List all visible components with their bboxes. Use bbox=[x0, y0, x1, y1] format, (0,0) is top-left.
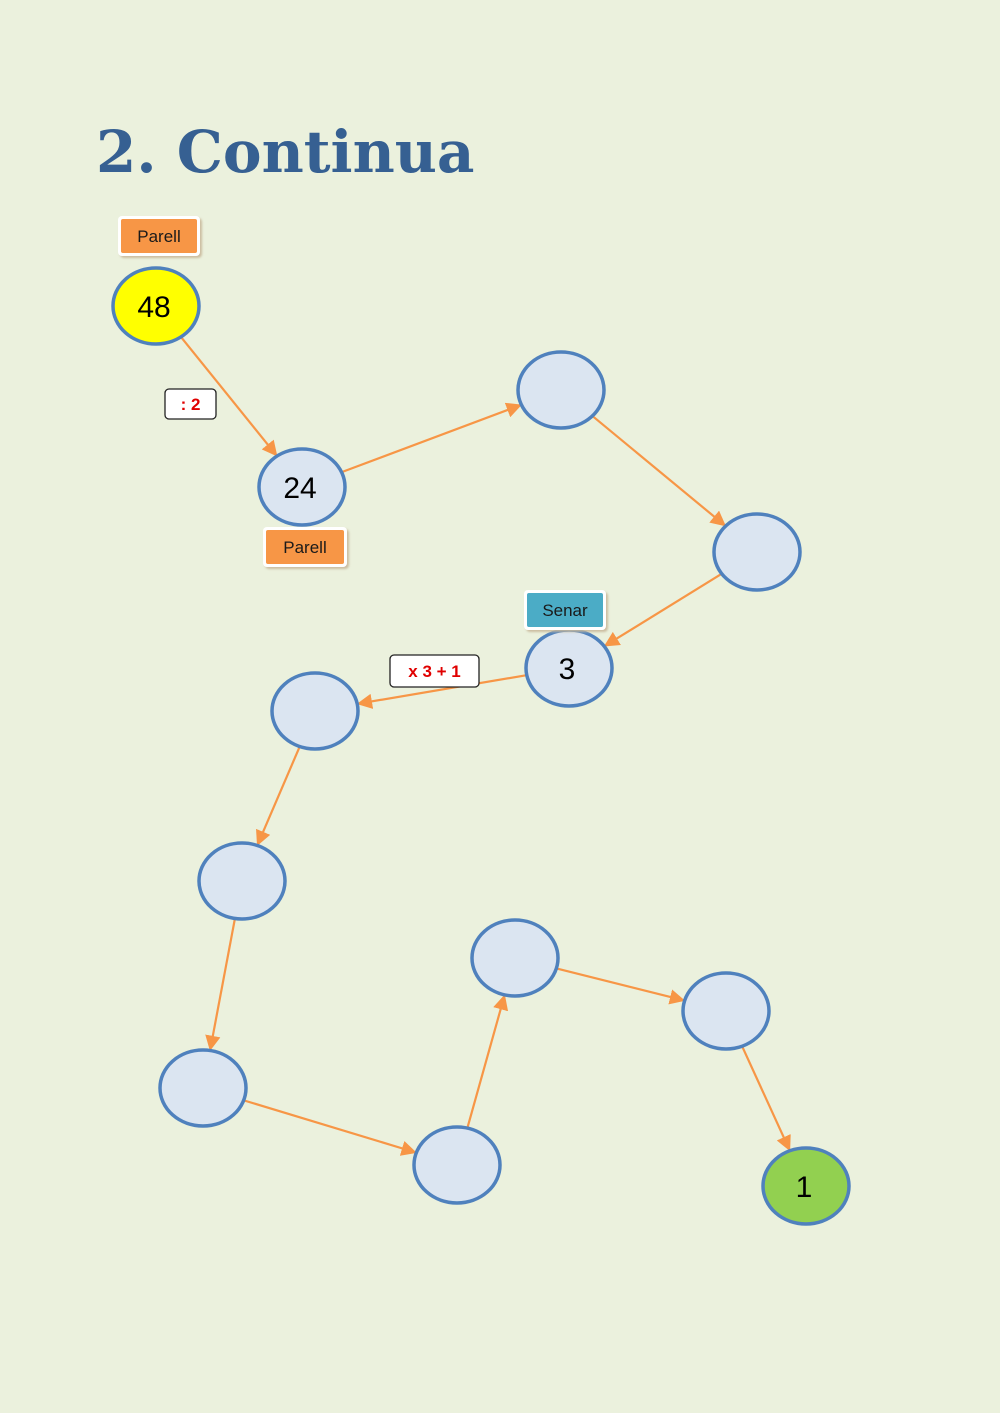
arrow-n2-n3 bbox=[339, 402, 522, 474]
number-node[interactable] bbox=[158, 1048, 248, 1128]
arrow-n3-n4 bbox=[590, 413, 727, 527]
node-circle bbox=[681, 971, 771, 1051]
arrow-n11-n12 bbox=[740, 1043, 791, 1152]
number-node: 3 bbox=[524, 628, 614, 708]
arrow-n1-n2 bbox=[178, 334, 278, 457]
node-value: 3 bbox=[559, 653, 576, 686]
operation-border bbox=[389, 654, 480, 688]
arrow-n7-n8 bbox=[205, 916, 237, 1052]
number-node[interactable] bbox=[516, 350, 606, 430]
node-circle bbox=[197, 841, 287, 921]
node-circle bbox=[761, 1146, 851, 1226]
operation-box: : 2 bbox=[164, 388, 217, 420]
node-circle bbox=[412, 1125, 502, 1205]
page-title: 2. Continua bbox=[96, 118, 475, 186]
operation-label: : 2 bbox=[181, 395, 201, 414]
tag-label: Parell bbox=[283, 538, 326, 557]
number-node[interactable] bbox=[270, 671, 360, 751]
operation-border bbox=[164, 388, 217, 420]
tag-background bbox=[266, 530, 344, 564]
node-circle bbox=[516, 350, 606, 430]
tag-background bbox=[527, 593, 603, 627]
number-node: 48 bbox=[111, 266, 201, 346]
node-circle bbox=[712, 512, 802, 592]
arrow-n9-n10 bbox=[465, 994, 509, 1131]
arrow-n8-n9 bbox=[241, 1098, 417, 1156]
parity-tag: Parell bbox=[263, 527, 347, 567]
arrow-n10-n11 bbox=[554, 966, 686, 1005]
tag-background bbox=[121, 219, 197, 253]
parity-tag: Parell bbox=[118, 216, 200, 256]
tag-label: Senar bbox=[542, 601, 588, 620]
node-value: 1 bbox=[796, 1171, 813, 1204]
number-node: 24 bbox=[257, 447, 347, 527]
operation-box: x 3 + 1 bbox=[389, 654, 480, 688]
parity-tag: Senar bbox=[524, 590, 606, 630]
node-value: 48 bbox=[137, 291, 170, 324]
node-circle bbox=[111, 266, 201, 346]
tag-label: Parell bbox=[137, 227, 180, 246]
arrow-n5-n6 bbox=[356, 673, 529, 709]
node-circle bbox=[257, 447, 347, 527]
arrow-n6-n7 bbox=[256, 744, 302, 846]
nodes-layer: 48 24 3 1 bbox=[111, 266, 851, 1226]
number-node[interactable] bbox=[197, 841, 287, 921]
arrow-n4-n5 bbox=[603, 571, 725, 647]
operation-label: x 3 + 1 bbox=[408, 662, 460, 681]
node-circle bbox=[158, 1048, 248, 1128]
number-node[interactable] bbox=[681, 971, 771, 1051]
node-value: 24 bbox=[283, 472, 316, 505]
arrows-layer bbox=[178, 334, 791, 1156]
number-node[interactable] bbox=[412, 1125, 502, 1205]
node-circle bbox=[270, 671, 360, 751]
number-node: 1 bbox=[761, 1146, 851, 1226]
number-node[interactable] bbox=[712, 512, 802, 592]
number-node[interactable] bbox=[470, 918, 560, 998]
node-circle bbox=[470, 918, 560, 998]
